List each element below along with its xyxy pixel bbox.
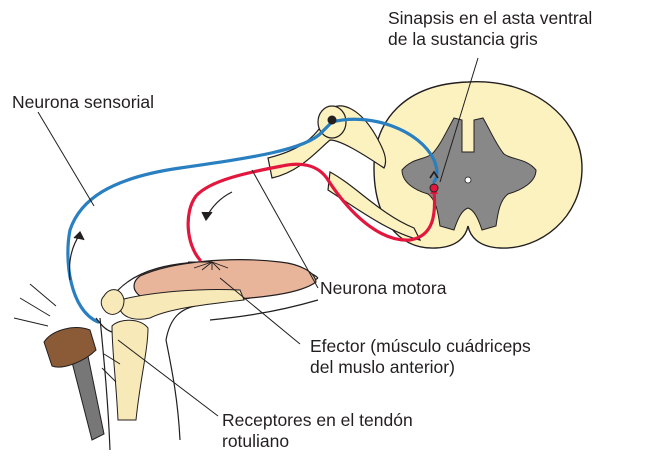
spinal-cord (374, 82, 582, 248)
effector-label-line-1: Efector (músculo cuádriceps (310, 336, 531, 357)
receptors-label-line-1: Receptores en el tendón (222, 410, 413, 431)
motor-direction-arrowhead (202, 212, 212, 220)
synapse-dot (430, 184, 438, 192)
hammer-handle (72, 356, 104, 440)
sensory-neuron-label-text: Neurona sensorial (12, 92, 154, 113)
sensory-direction-arrowhead (74, 232, 84, 240)
effector-label: Efector (músculo cuádriceps del muslo an… (310, 336, 531, 378)
receptors-label-line-2: rotuliano (222, 431, 413, 452)
central-canal (465, 177, 471, 183)
patellar-tendon (96, 318, 112, 332)
synapse-label-line-2: de la sustancia gris (388, 29, 592, 50)
patella (101, 290, 124, 315)
motor-neuron-label-text: Neurona motora (320, 278, 446, 299)
motor-neuron-label: Neurona motora (320, 278, 446, 299)
sensory-neuron-leader (38, 112, 94, 206)
receptors-label: Receptores en el tendón rotuliano (222, 410, 413, 452)
synapse-label: Sinapsis en el asta ventral de la sustan… (388, 8, 592, 50)
effector-label-line-2: del muslo anterior) (310, 357, 531, 378)
sensory-direction-arrow (69, 234, 80, 280)
sensory-neuron-cell-body (328, 116, 337, 125)
synapse-label-line-1: Sinapsis en el asta ventral (388, 8, 592, 29)
knee-tendon (96, 318, 112, 332)
sensory-neuron-label: Neurona sensorial (12, 92, 154, 113)
tibia (112, 320, 148, 420)
